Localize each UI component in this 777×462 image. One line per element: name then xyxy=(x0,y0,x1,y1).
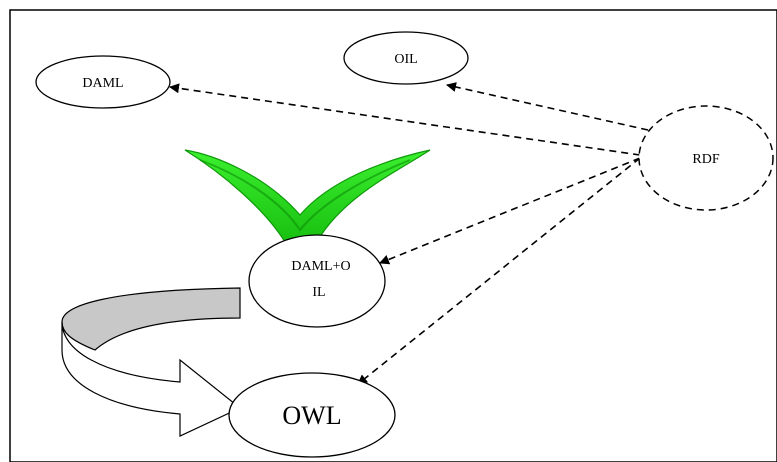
arrow-rdf-to-daml-oil xyxy=(379,157,641,265)
green-merge-arrow-shadow xyxy=(199,159,411,232)
arrow-rdf-to-daml xyxy=(169,83,641,156)
node-owl: OWL xyxy=(228,372,396,458)
arrow-rdf-to-owl xyxy=(357,157,641,385)
node-oil: OIL xyxy=(343,31,469,85)
node-rdf-ellipse xyxy=(638,105,774,211)
node-oil-label: OIL xyxy=(394,52,417,67)
node-daml-oil-ellipse xyxy=(248,234,386,328)
diagram-frame xyxy=(9,9,777,462)
curved-arrow xyxy=(61,287,242,437)
green-merge-arrow xyxy=(184,149,431,243)
node-daml: DAML xyxy=(35,55,171,109)
node-rdf-label: RDF xyxy=(692,152,719,167)
node-owl-label: OWL xyxy=(282,401,341,430)
arrow-rdf-to-oil xyxy=(446,82,649,131)
green-merge-arrow-shape xyxy=(184,149,431,243)
curved-arrow-top-band xyxy=(61,287,241,351)
node-rdf: RDF xyxy=(638,105,774,211)
node-daml-ellipse xyxy=(35,55,171,109)
dashed-arrows xyxy=(169,82,649,385)
node-daml-oil-label-line2: IL xyxy=(312,285,325,300)
node-owl-ellipse xyxy=(228,372,396,458)
curved-arrow-body xyxy=(61,321,242,437)
node-daml-oil-label-line1: DAML+O xyxy=(291,259,350,274)
node-daml-oil: DAML+O IL xyxy=(248,234,386,328)
node-oil-ellipse xyxy=(343,31,469,85)
node-daml-label: DAML xyxy=(82,76,123,91)
